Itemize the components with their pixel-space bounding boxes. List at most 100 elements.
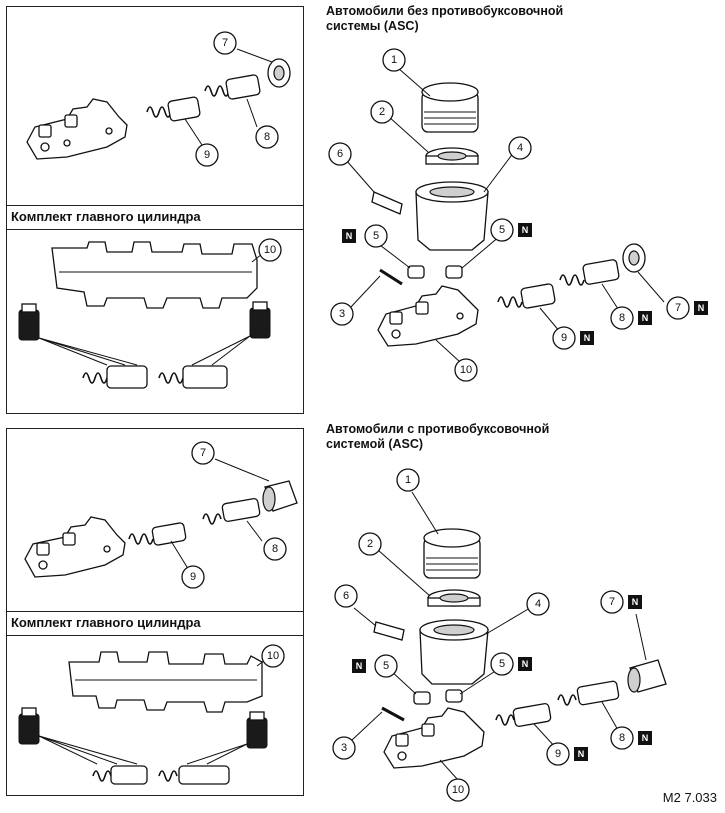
callout-4: 4 (526, 592, 550, 616)
section-1-heading: Автомобили без противобуксовочной систем… (326, 4, 564, 33)
grease-tube-icon (18, 707, 268, 749)
svg-text:N: N (346, 231, 353, 241)
callout-6: 6 (334, 584, 358, 608)
seal-cap-icon (627, 659, 667, 693)
callout-8: 8 (610, 726, 634, 750)
callout-4: 4 (508, 136, 532, 160)
callout-8: 8 (255, 125, 279, 149)
svg-text:8: 8 (272, 543, 278, 555)
callout-3: 3 (332, 736, 356, 760)
piston-assembly-icon (82, 365, 148, 389)
svg-text:7: 7 (200, 447, 206, 459)
n-badge: N (694, 301, 708, 315)
n-badge: N (638, 731, 652, 745)
piston-assembly-icon (92, 765, 148, 785)
secondary-piston-icon (158, 765, 230, 785)
n-badge: N (518, 657, 532, 671)
piston-assembly-icon (497, 283, 556, 309)
callout-8: 8 (610, 306, 634, 330)
kit-title-2: Комплект главного цилиндра (11, 615, 201, 630)
callout-2: 2 (370, 100, 394, 124)
callout-7: 7 (666, 296, 690, 320)
svg-text:N: N (698, 303, 705, 313)
seal-cap-icon (267, 58, 291, 88)
secondary-piston-icon (204, 74, 261, 100)
svg-text:1: 1 (391, 54, 397, 66)
svg-text:5: 5 (373, 230, 379, 242)
master-cylinder-body-icon (377, 285, 479, 347)
piston-assembly-icon (495, 702, 552, 728)
svg-text:7: 7 (675, 302, 681, 314)
piston-assembly-icon (146, 96, 201, 122)
callout-5: 5 (364, 224, 388, 248)
svg-text:4: 4 (535, 598, 541, 610)
svg-text:9: 9 (204, 149, 210, 161)
callout-3: 3 (330, 302, 354, 326)
svg-text:6: 6 (343, 590, 349, 602)
grease-tube-icon (18, 301, 271, 341)
svg-text:2: 2 (379, 106, 385, 118)
callout-10: 10 (446, 778, 470, 802)
callout-1: 1 (396, 468, 420, 492)
grommet-icon (407, 265, 463, 279)
seal-ring-icon (427, 589, 481, 607)
secondary-piston-icon (202, 497, 261, 525)
kit-title-1: Комплект главного цилиндра (11, 209, 201, 224)
callout-5: 5 (490, 218, 514, 242)
svg-text:8: 8 (264, 131, 270, 143)
seal-cap-icon (262, 480, 298, 512)
svg-text:N: N (578, 749, 585, 759)
svg-text:5: 5 (499, 224, 505, 236)
callout-7: 7 (191, 441, 215, 465)
piston-assembly-icon (128, 522, 187, 546)
panel-1-kit-illustration: 10 (18, 238, 282, 389)
callout-9: 9 (552, 326, 576, 350)
svg-text:N: N (356, 661, 363, 671)
callout-5: 5 (490, 652, 514, 676)
callout-5: 5 (374, 654, 398, 678)
callout-9: 9 (181, 565, 205, 589)
svg-text:7: 7 (222, 37, 228, 49)
master-cylinder-body-icon (26, 98, 128, 160)
svg-text:9: 9 (190, 571, 196, 583)
svg-text:9: 9 (555, 748, 561, 760)
svg-text:N: N (584, 333, 591, 343)
n-badge: N (352, 659, 366, 673)
svg-text:10: 10 (264, 244, 276, 256)
callout-10: 10 (454, 358, 478, 382)
svg-text:N: N (632, 597, 639, 607)
svg-text:3: 3 (341, 742, 347, 754)
n-badge: N (342, 229, 356, 243)
section-2-exploded-view: 1 2 6 4 7 5 5 3 9 8 10 N N N N N (332, 468, 667, 802)
grommet-icon (413, 689, 463, 705)
repair-kit-bag-icon (51, 241, 258, 309)
svg-text:6: 6 (337, 148, 343, 160)
reservoir-cap-icon (421, 82, 479, 133)
callout-6: 6 (328, 142, 352, 166)
master-cylinder-body-icon (383, 707, 485, 769)
reservoir-icon (419, 619, 489, 685)
svg-text:1: 1 (405, 474, 411, 486)
n-badge: N (574, 747, 588, 761)
svg-text:7: 7 (609, 596, 615, 608)
seal-ring-icon (425, 147, 479, 165)
n-badge: N (580, 331, 594, 345)
svg-text:N: N (522, 659, 529, 669)
n-badge: N (628, 595, 642, 609)
svg-text:8: 8 (619, 732, 625, 744)
svg-text:3: 3 (339, 308, 345, 320)
panel-2-top-illustration: 7 9 8 (24, 441, 298, 589)
panel-2-kit-illustration: 10 (18, 644, 285, 785)
callout-7: 7 (600, 590, 624, 614)
figure-code: M2 7.033 (662, 790, 717, 805)
svg-text:4: 4 (517, 142, 523, 154)
reservoir-icon (415, 181, 489, 251)
callout-9: 9 (546, 742, 570, 766)
retaining-pin-icon (373, 621, 405, 641)
svg-text:10: 10 (460, 364, 472, 376)
svg-text:N: N (642, 313, 649, 323)
section-1-exploded-view: 1 2 6 4 5 5 3 9 8 7 10 N N N N N (328, 48, 708, 382)
left-panel-2: 7 9 8 Комплект главного цилиндра 10 (6, 428, 304, 796)
seal-cap-icon (622, 243, 646, 273)
n-badge: N (518, 223, 532, 237)
